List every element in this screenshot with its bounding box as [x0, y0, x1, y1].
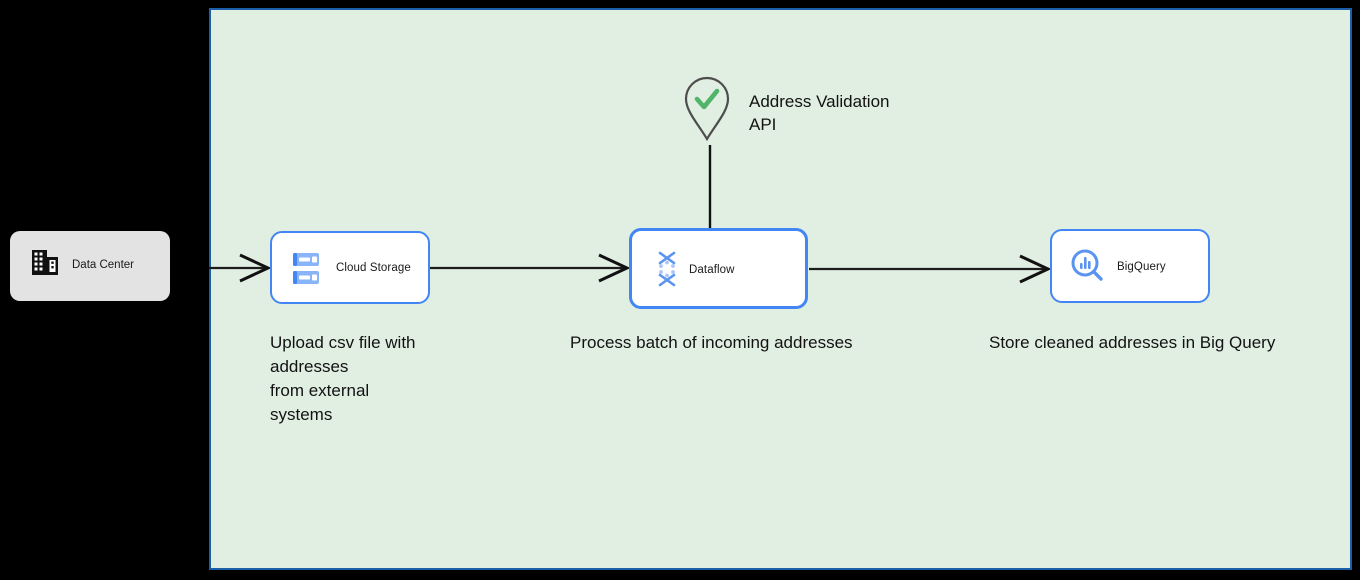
address-validation-api-label: Address Validation API — [749, 92, 890, 134]
cloud-storage-icon — [290, 250, 322, 293]
caption-dataflow: Process batch of incoming addresses — [570, 333, 853, 352]
bigquery-icon — [1070, 248, 1104, 289]
map-pin-check-icon[interactable] — [684, 76, 730, 147]
dataflow-icon — [652, 251, 682, 292]
node-cloud-storage[interactable]: Cloud Storage — [270, 231, 430, 304]
caption-cloud-storage: Upload csv file with addresses from exte… — [270, 333, 416, 424]
data-center-building-icon — [30, 248, 60, 283]
caption-bigquery: Store cleaned addresses in Big Query — [989, 333, 1276, 352]
node-bigquery[interactable]: BigQuery — [1050, 229, 1210, 303]
data-center-label: Data Center — [72, 259, 135, 271]
node-data-center[interactable]: Data Center — [10, 231, 170, 301]
dataflow-label: Dataflow — [689, 264, 735, 276]
bigquery-label: BigQuery — [1117, 261, 1166, 273]
cloud-storage-label: Cloud Storage — [336, 262, 411, 274]
node-dataflow[interactable]: Dataflow — [629, 228, 808, 309]
